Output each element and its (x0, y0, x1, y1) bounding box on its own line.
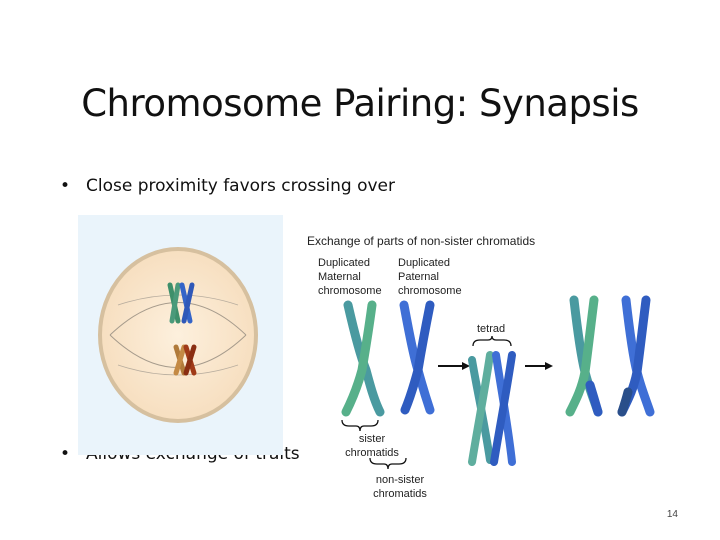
paternal-chromosome (399, 300, 435, 415)
diagram-caption: Exchange of parts of non-sister chromati… (307, 234, 536, 248)
tetrad-label: tetrad (477, 323, 506, 335)
tetrad-bracket (472, 335, 512, 347)
nonsister-chromatids-label: non-sister chromatids (373, 474, 427, 500)
maternal-label: Duplicated Maternal chromosome (318, 257, 382, 297)
bullet-marker: • (60, 444, 71, 464)
recombined-chromosome-right (617, 295, 655, 417)
recombined-chromosome-left (565, 295, 603, 417)
cell-tetrad-upper (167, 282, 195, 324)
nonsister-bracket (369, 457, 407, 470)
tetrad (468, 351, 516, 466)
bullet-marker: • (60, 176, 71, 196)
spindle-fiber (109, 302, 247, 336)
bullet-item: • Close proximity favors crossing over (60, 176, 395, 196)
paternal-label: Duplicated Paternal chromosome (398, 257, 462, 297)
spindle-fiber (117, 364, 239, 376)
sister-chromatids-label: sister chromatids (345, 433, 399, 459)
arrow-right-icon (438, 362, 470, 370)
page-number: 14 (666, 509, 678, 520)
sister-bracket (341, 419, 379, 432)
arrow-right-icon (525, 362, 553, 370)
cell-illustration-panel (78, 215, 283, 455)
slide-title: Chromosome Pairing: Synapsis (81, 82, 639, 125)
cell-illustration (98, 247, 258, 423)
bullet-text: Close proximity favors crossing over (86, 176, 395, 196)
maternal-chromosome (341, 300, 385, 417)
cell-membrane (98, 247, 258, 423)
cell-tetrad-lower (173, 344, 197, 376)
